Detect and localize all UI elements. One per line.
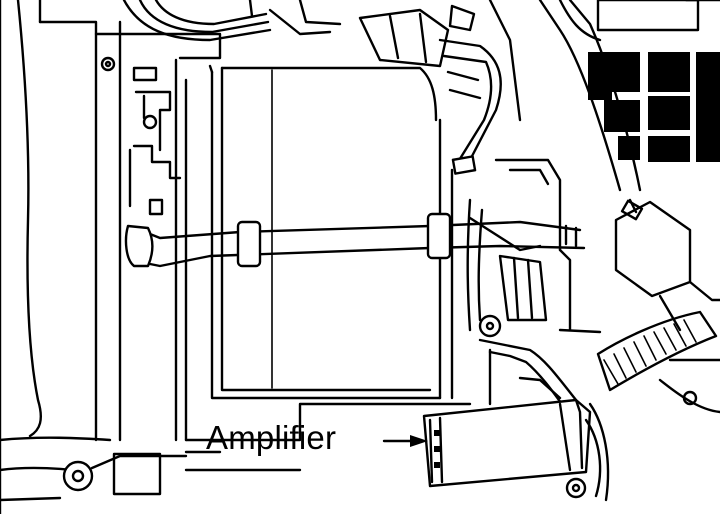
corrugated-hose <box>596 198 720 414</box>
heater-unit-housing <box>184 64 472 454</box>
sensor-bracket <box>466 158 602 412</box>
amplifier-module <box>422 398 610 502</box>
amplifier-label: Amplifier <box>206 419 337 456</box>
vent-grille <box>558 0 720 162</box>
cross-rod <box>124 212 586 268</box>
lower-mount <box>0 452 302 502</box>
dashboard-outline <box>0 0 122 514</box>
wiring-harness <box>122 0 642 192</box>
callout-leader <box>382 435 428 447</box>
